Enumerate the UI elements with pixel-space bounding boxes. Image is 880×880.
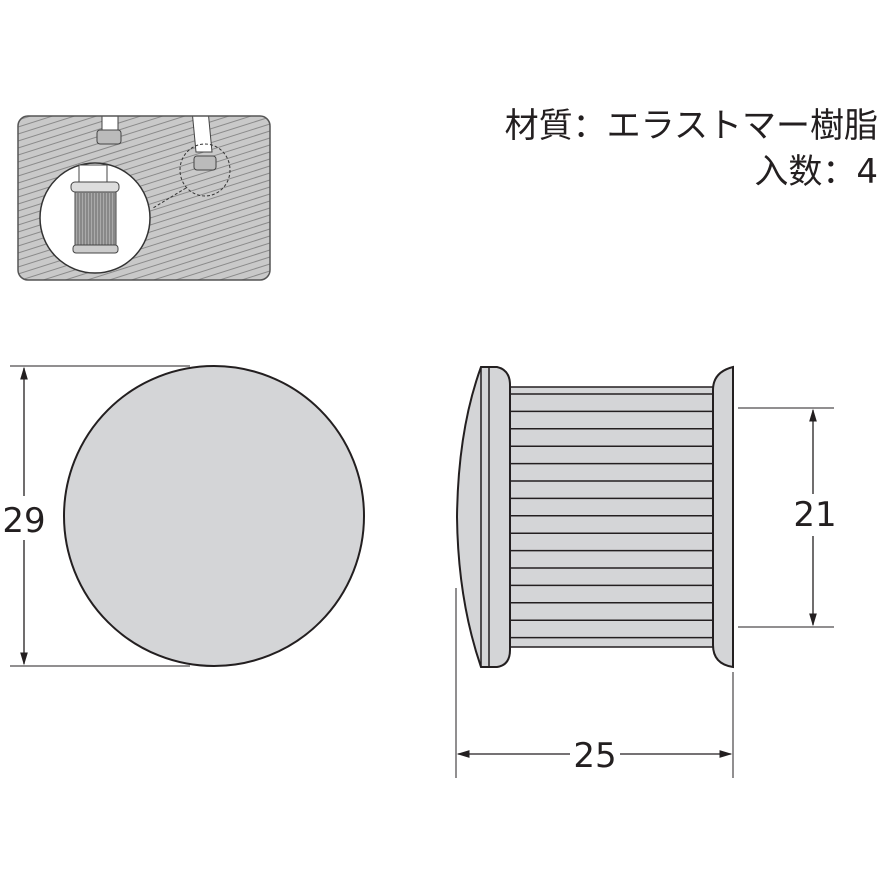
usage-illustration: [18, 0, 270, 372]
floor-line: [18, 263, 270, 280]
floor-line: [18, 207, 270, 280]
floor-line: [18, 242, 270, 280]
floor-line: [18, 0, 270, 36]
material-spec: 材質：エラストマー樹脂: [504, 106, 878, 146]
floor-line: [18, 5, 270, 85]
floor-line: [18, 214, 270, 280]
illustration-frame: [17, 115, 271, 281]
floor-line: [18, 116, 270, 135]
floor-line: [18, 19, 270, 99]
front-view: 29: [0, 365, 365, 667]
floor-line: [18, 116, 270, 121]
floor-line: [18, 0, 270, 78]
floor-line: [18, 116, 270, 156]
floor-line: [18, 249, 270, 280]
floor-line: [18, 116, 270, 163]
floor-line: [18, 26, 270, 106]
floor-line: [18, 0, 270, 71]
floor-line: [18, 116, 270, 170]
diameter-label: 29: [2, 501, 45, 541]
length-label: 25: [573, 736, 616, 776]
floor-line: [18, 221, 270, 280]
floor-line: [18, 116, 270, 142]
floor-line: [18, 256, 270, 280]
floor-line: [18, 0, 270, 50]
floor-line: [18, 116, 270, 128]
floor-line: [18, 285, 270, 365]
quantity-spec: 入数：4: [754, 152, 878, 192]
floor-line: [18, 270, 270, 280]
floor-line: [18, 228, 270, 280]
floor-line: [18, 0, 270, 57]
floor-line: [18, 235, 270, 280]
floor-line: [18, 277, 270, 280]
floor-line: [18, 292, 270, 372]
floor-line: [18, 33, 270, 113]
floor-line: [18, 12, 270, 92]
inner-height-label: 21: [793, 495, 836, 535]
side-view: 21 25: [455, 365, 838, 778]
floor-line: [18, 0, 270, 64]
floor-line: [18, 0, 270, 43]
floor-line: [18, 116, 270, 149]
floor-line: [18, 116, 270, 177]
